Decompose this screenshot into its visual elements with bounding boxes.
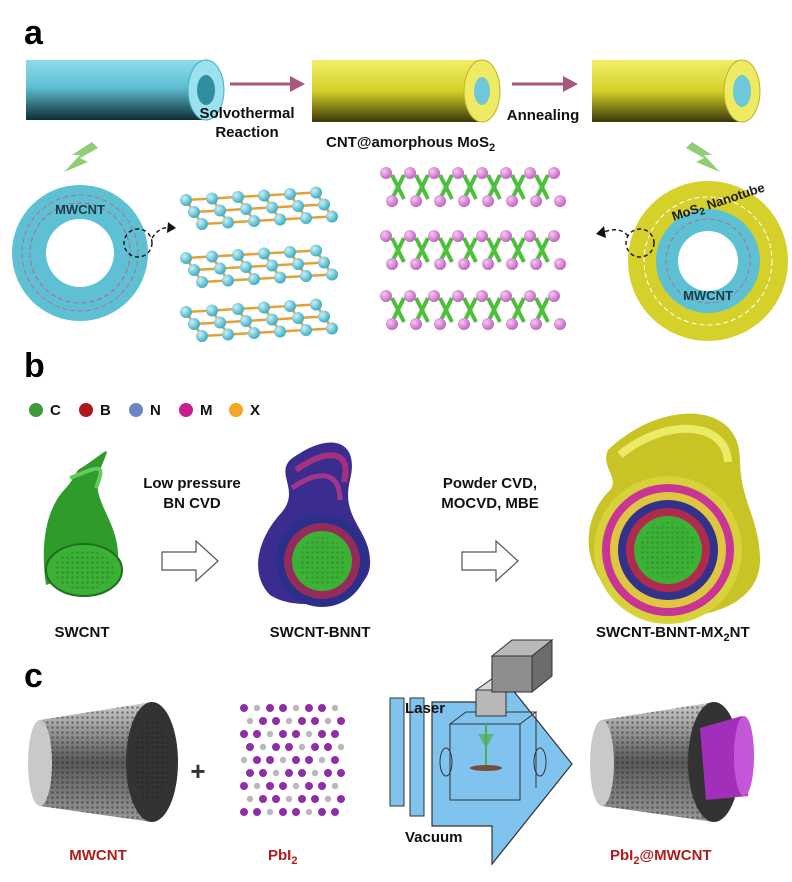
arrow-annealing: [512, 76, 578, 92]
legend-label-n: N: [150, 402, 161, 419]
swcnt-bnnt-tube: [258, 442, 371, 607]
panel-a-letter: a: [24, 14, 44, 52]
legend-label-c: C: [50, 402, 61, 419]
laser-vacuum-apparatus: [389, 638, 573, 866]
right-inner-ring-label: MWCNT: [683, 288, 733, 303]
mos2-nanotube-cross-section: [596, 181, 788, 341]
step-solvothermal-line2: Reaction: [215, 124, 278, 141]
cnt-amorphous-mos2-tube: [312, 59, 501, 123]
step-annealing: Annealing: [507, 107, 580, 124]
laser-label: Laser: [405, 700, 445, 717]
legend-dot-n: [129, 403, 143, 417]
legend-label-m: M: [200, 402, 213, 419]
label-pbi2: PbI2: [268, 847, 297, 867]
legend-dot-c: [29, 403, 43, 417]
cnt-tube-cyan: [26, 59, 225, 121]
swcnt-bnnt-mx2nt-tube: [588, 413, 760, 624]
mwcnt-cross-section: [12, 185, 176, 321]
pbi2-lattice: [240, 704, 345, 816]
step-bn-cvd-line1: Low pressure: [143, 475, 241, 492]
pbi2-at-mwcnt-tube: [590, 702, 754, 822]
label-pbi2-at-mwcnt: PbI2@MWCNT: [610, 847, 712, 867]
swcnt-tube: [43, 451, 123, 597]
panel-c-letter: c: [24, 657, 43, 695]
legend-dot-m: [179, 403, 193, 417]
step-bn-cvd-line2: BN CVD: [163, 495, 221, 512]
arrow-bn-cvd: [161, 539, 219, 583]
label-mwcnt: MWCNT: [69, 847, 126, 864]
legend-dot-x: [229, 403, 243, 417]
label-swcnt-bnnt-mx2nt: SWCNT-BNNT-MX2NT: [596, 624, 750, 644]
graphene-layers: [180, 186, 338, 342]
step-solvothermal-line1: Solvothermal: [199, 105, 294, 122]
green-arrow-right: [686, 142, 720, 172]
mos2-layers: [380, 167, 566, 330]
arrow-powder-cvd: [461, 539, 519, 583]
label-swcnt: SWCNT: [55, 624, 110, 641]
green-arrow-left: [64, 142, 98, 172]
middle-tube-label: CNT@amorphous MoS2: [326, 134, 495, 154]
step-powder-cvd-line2: MOCVD, MBE: [441, 495, 539, 512]
left-ring-label: MWCNT: [55, 202, 105, 217]
legend-label-b: B: [100, 402, 111, 419]
plus-sign: +: [190, 756, 205, 786]
panel-b-letter: b: [24, 347, 45, 385]
mos2-nanotube-tube: [592, 59, 761, 123]
legend-label-x: X: [250, 402, 260, 419]
legend-dot-b: [79, 403, 93, 417]
label-swcnt-bnnt: SWCNT-BNNT: [270, 624, 371, 641]
vacuum-label: Vacuum: [405, 829, 463, 846]
arrow-solvothermal: [230, 76, 305, 92]
mwcnt-grey-tube: [28, 702, 178, 822]
step-powder-cvd-line1: Powder CVD,: [443, 475, 537, 492]
